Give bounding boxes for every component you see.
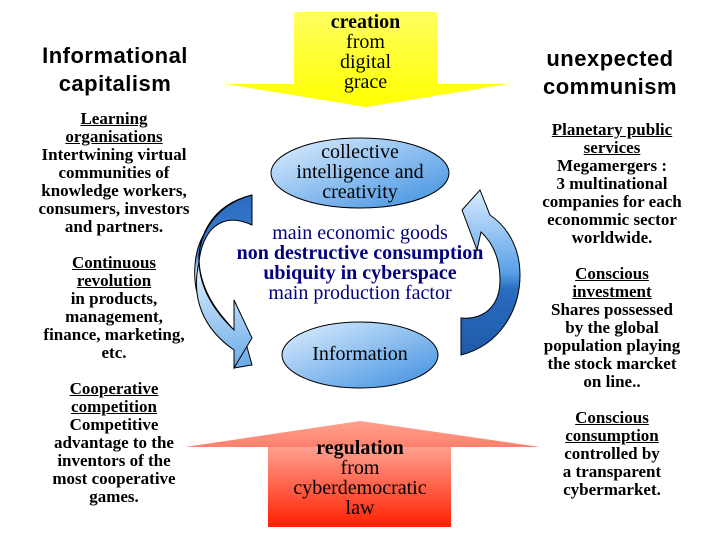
block-text: controlled by <box>564 444 660 463</box>
block-text: finance, marketing, <box>43 325 185 344</box>
left-title: Informational capitalism <box>20 42 210 98</box>
block-heading: Planetary public <box>551 120 673 139</box>
bottom-arrow-text: regulation from cyberdemocratic law <box>260 438 460 518</box>
line: main production factor <box>268 282 452 304</box>
block-text: the stock marcket <box>547 354 677 373</box>
line: ubiquity in cyberspace <box>263 262 457 284</box>
line: grace <box>343 71 388 93</box>
top-arrow-text: creation from digital grace <box>294 12 437 92</box>
right-cycle-arrow <box>460 189 521 356</box>
block-text: cybermarket. <box>563 480 661 499</box>
block-text: a transparent <box>562 462 662 481</box>
block-text: management, <box>65 307 163 326</box>
block-text: companies for each <box>542 192 682 211</box>
line: from <box>346 31 385 53</box>
line: cyberdemocratic <box>293 477 427 499</box>
top-arrow-shape <box>225 12 508 107</box>
block-text: econommic sector <box>547 210 677 229</box>
block-heading: investment <box>572 282 652 301</box>
block-text: Megamergers : <box>557 156 667 175</box>
line: non destructive consumption <box>236 242 484 264</box>
title-line: capitalism <box>58 71 172 96</box>
right-title: unexpected communism <box>515 45 705 101</box>
left-cycle-arrow-body <box>195 194 253 370</box>
block-text: in products, <box>70 289 158 308</box>
bottom-ellipse-text: Information <box>312 343 408 365</box>
block-text: Shares possessed <box>550 300 674 319</box>
bottom-ellipse-shape <box>281 321 439 389</box>
block-text: inventors of the <box>57 451 171 470</box>
block-heading: Continuous <box>71 253 157 272</box>
block-text: advantage to the <box>54 433 174 452</box>
line: from <box>340 457 380 479</box>
line: collective <box>321 141 399 163</box>
block-heading: Conscious <box>575 264 649 283</box>
line: creativity <box>322 181 398 203</box>
block-text: communities of <box>58 163 170 182</box>
block-text: and partners. <box>64 217 164 236</box>
block-text: most cooperative <box>52 469 176 488</box>
block-heading: Conscious <box>575 408 649 427</box>
top-ellipse-shape <box>270 137 450 209</box>
block-text: etc. <box>101 343 127 362</box>
block-text: on line.. <box>583 372 641 391</box>
block-heading: consumption <box>565 426 659 445</box>
block-heading: Cooperative <box>69 379 159 398</box>
line: law <box>345 497 375 519</box>
block-text: Competitive <box>69 415 159 434</box>
block-text: Intertwining virtual <box>41 145 187 164</box>
block-heading: services <box>583 138 641 157</box>
block-heading: revolution <box>76 271 152 290</box>
block-text: worldwide. <box>571 228 653 247</box>
block-heading: organisations <box>65 127 163 146</box>
block-heading: competition <box>71 397 157 416</box>
block-text: by the global <box>565 318 659 337</box>
title-line: communism <box>542 74 678 99</box>
line: creation <box>330 11 401 33</box>
line: main economic goods <box>272 222 448 244</box>
block-heading: Learning <box>80 109 148 128</box>
title-line: Informational <box>42 43 188 68</box>
line: intelligence and <box>296 161 424 183</box>
line: digital <box>339 51 392 73</box>
block-text: games. <box>89 487 139 506</box>
title-line: unexpected <box>546 46 674 71</box>
block-text: population playing <box>543 336 681 355</box>
line: regulation <box>316 437 404 459</box>
center-text: main economic goods non destructive cons… <box>200 223 520 303</box>
block-text: consumers, investors <box>38 199 190 218</box>
top-ellipse-text: collective intelligence and creativity <box>272 142 448 202</box>
block-text: knowledge workers, <box>41 181 187 200</box>
block-text: 3 multinational <box>556 174 668 193</box>
